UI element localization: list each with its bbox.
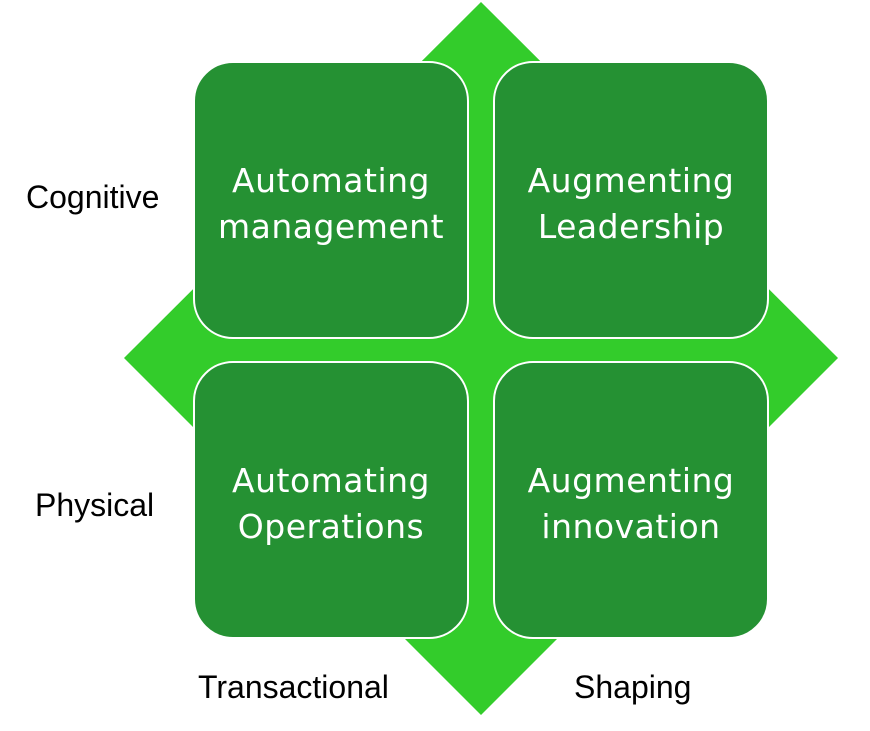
quadrant-label: Automating Operations [232, 461, 430, 546]
quadrant-label: Automating management [217, 161, 445, 246]
quadrant-label: Augmenting innovation [527, 461, 735, 546]
quadrant-augmenting-innovation: Augmenting innovation [493, 361, 769, 639]
column-label-transactional: Transactional [198, 669, 389, 705]
row-label-physical: Physical [35, 487, 155, 523]
quadrant-automating-operations: Automating Operations [193, 361, 469, 639]
column-label-shaping: Shaping [574, 669, 692, 705]
row-label-cognitive: Cognitive [26, 179, 160, 215]
quadrant-augmenting-leadership: Augmenting Leadership [493, 61, 769, 339]
quadrant-label: Augmenting Leadership [527, 161, 735, 246]
quadrant-automating-management: Automating management [193, 61, 469, 339]
